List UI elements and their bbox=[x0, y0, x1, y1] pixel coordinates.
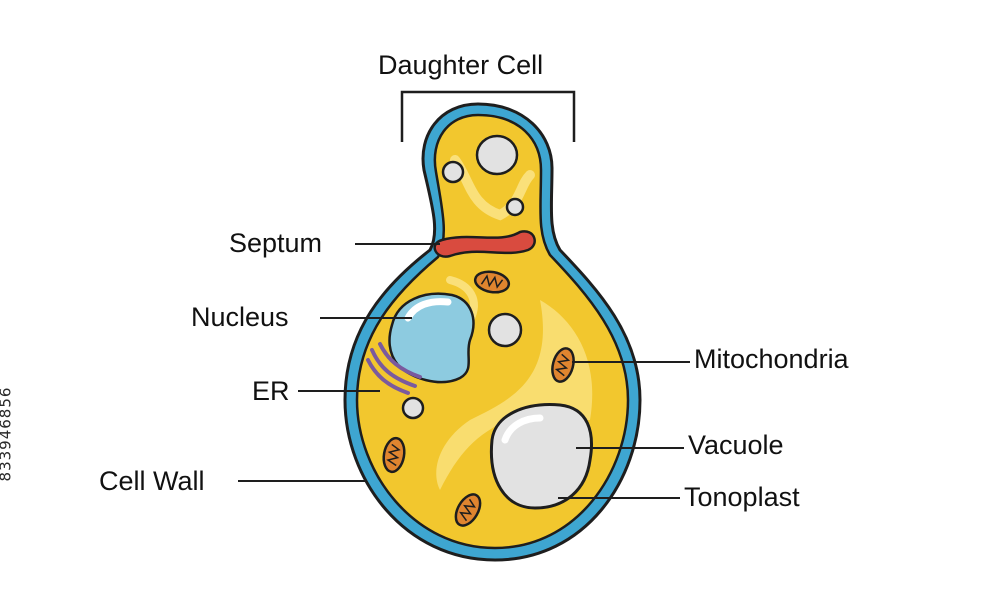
vesicle bbox=[487, 312, 523, 348]
daughter-cell-bracket bbox=[400, 90, 576, 142]
cytoplasm-highlight bbox=[436, 300, 593, 490]
vesicle bbox=[441, 160, 465, 184]
tonoplast-label: Tonoplast bbox=[684, 482, 800, 512]
stock-id-text: 833946856 bbox=[0, 386, 15, 482]
vacuole-label: Vacuole bbox=[688, 430, 784, 460]
mitochondrion bbox=[473, 270, 511, 294]
er-membrane bbox=[366, 358, 410, 395]
septum-label: Septum bbox=[229, 228, 323, 258]
daughter-cell-label: Daughter Cell bbox=[378, 50, 544, 80]
er-label: ER bbox=[252, 376, 290, 406]
er-membrane bbox=[378, 342, 422, 379]
daughter-vacuole bbox=[475, 134, 519, 176]
nucleus-highlight bbox=[404, 298, 452, 322]
mitochondria-label: Mitochondria bbox=[694, 344, 849, 374]
cytoplasm-highlight bbox=[450, 155, 535, 221]
mitochondrion bbox=[551, 347, 575, 383]
nucleus-label: Nucleus bbox=[191, 302, 289, 332]
mitochondrion bbox=[454, 493, 482, 527]
septum bbox=[433, 230, 536, 258]
cell-wall-label: Cell Wall bbox=[99, 466, 205, 496]
vacuole-highlight bbox=[501, 414, 544, 444]
er-membrane bbox=[370, 348, 417, 388]
vacuole bbox=[489, 403, 593, 510]
mitochondrion bbox=[382, 436, 406, 474]
vesicle bbox=[401, 396, 425, 420]
vesicle bbox=[505, 197, 525, 217]
